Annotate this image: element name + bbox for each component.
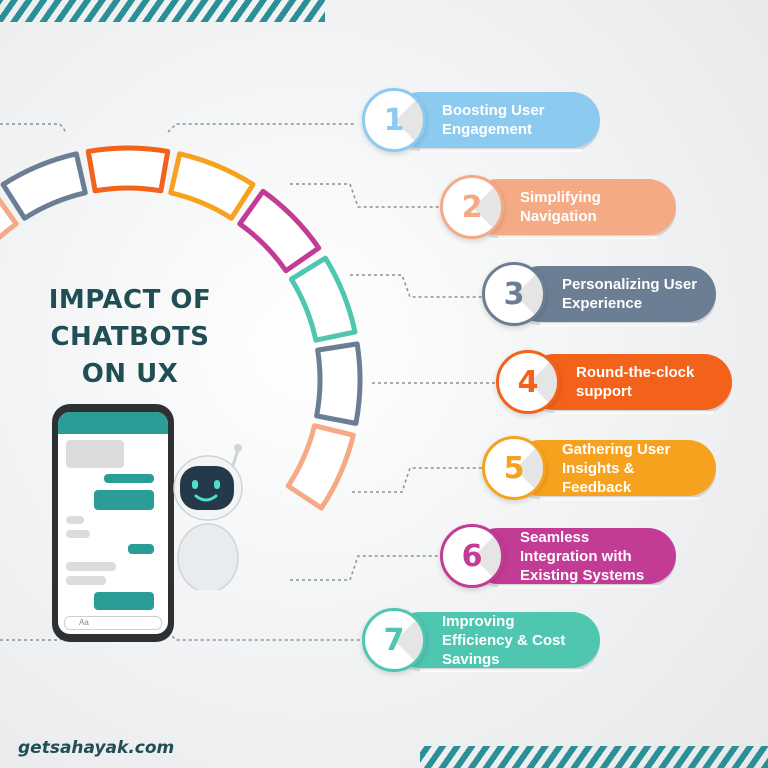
step-number: 5	[503, 450, 525, 486]
chat-bubble	[66, 440, 124, 468]
ring-segment	[85, 145, 171, 194]
step-badge: 5	[482, 436, 546, 500]
chat-bubble	[104, 474, 154, 483]
chat-bubble	[94, 592, 154, 610]
step-pill	[392, 612, 600, 672]
connector-line	[167, 123, 354, 133]
top-stripes	[0, 0, 325, 22]
page-title: IMPACT OF CHATBOTS ON UX	[10, 282, 250, 393]
bottom-stripes	[420, 746, 768, 768]
connector-line	[290, 183, 440, 208]
chat-bubble	[94, 490, 154, 510]
phone-header	[58, 412, 168, 434]
step-label: Round-the-clock support	[576, 364, 695, 400]
ring-segment	[288, 255, 358, 343]
ring-segment	[285, 423, 356, 511]
title-line-2: CHATBOTS	[50, 322, 210, 352]
step-label: Improving Efficiency & Cost Savings	[442, 612, 566, 668]
connector-line	[0, 123, 67, 133]
title-line-3: ON UX	[81, 359, 179, 389]
step-3: 3 Personalizing User Experience	[482, 262, 716, 326]
step-label: Personalizing User Experience	[562, 276, 698, 312]
ring-segment	[0, 151, 88, 221]
chat-bubble	[128, 544, 154, 554]
chat-bubble	[66, 530, 90, 538]
step-number: 2	[461, 189, 483, 225]
phone-screen: Aa	[58, 412, 168, 634]
step-label: Simplifying Navigation	[520, 189, 601, 225]
step-pill	[512, 266, 716, 326]
step-number: 6	[461, 538, 483, 574]
step-5: 5 Gathering User Insights & Feedback	[482, 436, 716, 500]
chat-bubble	[66, 576, 106, 585]
step-number: 3	[503, 276, 525, 312]
connector-lines	[0, 123, 496, 641]
ring-segment	[237, 188, 322, 274]
step-6: 6 Seamless Integration with Existing Sys…	[440, 524, 676, 588]
step-pill	[392, 92, 600, 152]
step-badge: 6	[440, 524, 504, 588]
segment-ring	[0, 145, 363, 511]
ring-segment	[168, 151, 256, 221]
step-pill	[512, 440, 716, 500]
step-2: 2 Simplifying Navigation	[440, 175, 676, 239]
chatbot-robot-icon	[173, 444, 243, 590]
step-badge: 2	[440, 175, 504, 239]
chat-bubble	[66, 516, 84, 524]
step-pill	[470, 528, 676, 588]
step-number: 4	[517, 364, 539, 400]
step-4: 4 Round-the-clock support	[496, 350, 732, 414]
step-badge: 3	[482, 262, 546, 326]
step-badge: 1	[362, 88, 426, 152]
chat-input: Aa	[64, 616, 162, 630]
step-1: 1 Boosting User Engagement	[362, 88, 600, 152]
footer-website: getsahayak.com	[18, 738, 175, 758]
title-line-1: IMPACT OF	[48, 285, 212, 315]
connector-line	[167, 631, 362, 641]
connector-line	[350, 274, 482, 298]
ring-segment	[314, 341, 363, 426]
chat-bubble	[66, 562, 116, 571]
step-number: 7	[383, 622, 405, 658]
step-label: Boosting User Engagement	[442, 102, 545, 138]
step-badge: 4	[496, 350, 560, 414]
step-pill	[526, 354, 732, 414]
step-pill	[470, 179, 676, 239]
step-label: Gathering User Insights & Feedback	[562, 440, 671, 496]
ring-segment	[0, 196, 19, 241]
connector-line	[352, 467, 482, 493]
step-badge: 7	[362, 608, 426, 672]
step-label: Seamless Integration with Existing Syste…	[520, 528, 645, 584]
connector-line	[290, 555, 440, 581]
step-7: 7 Improving Efficiency & Cost Savings	[362, 608, 600, 672]
smartphone-chat-icon: Aa	[52, 404, 174, 642]
step-number: 1	[383, 102, 405, 138]
